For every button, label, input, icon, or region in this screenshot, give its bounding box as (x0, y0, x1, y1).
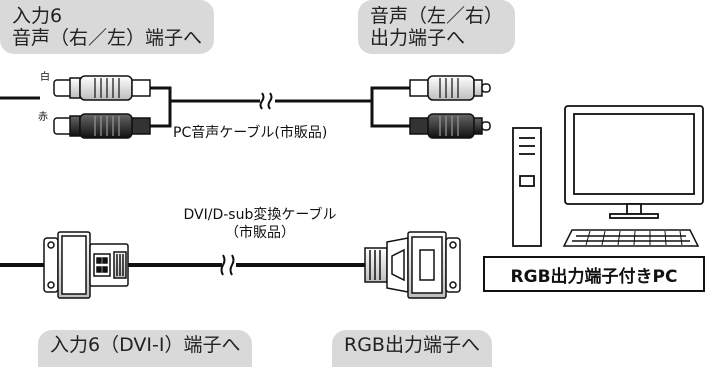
input6-audio-line1: 入力6 (12, 5, 63, 27)
white-rca-plug-right (409, 75, 491, 101)
dvi-connector (43, 231, 129, 299)
rgb-output-terminal-label: RGB出力端子へ (332, 330, 492, 367)
red-plug-label: 赤 (38, 112, 48, 123)
red-rca-plug-left (53, 113, 151, 139)
pc-keyboard (562, 229, 700, 247)
input6-dvi-terminal-label: 入力6（DVI-I）端子へ (38, 330, 253, 367)
audio-cable-label: PC音声ケーブル(市販品) (173, 125, 328, 141)
white-plug-label: 白 (40, 72, 50, 83)
red-rca-plug-right (409, 113, 491, 139)
white-rca-plug-left (53, 75, 151, 101)
audio-out-line2: 出力端子へ (370, 27, 466, 49)
input6-audio-terminal-label: 入力6 音声（右／左）端子へ (0, 0, 215, 54)
dvi-cable-line1: DVI/D-sub変換ケーブル (183, 207, 337, 223)
dsub-connector (364, 231, 461, 299)
pc-tower (512, 127, 542, 247)
audio-out-line1: 音声（左／右） (370, 5, 504, 27)
dvi-cable-label: DVI/D-sub変換ケーブル （市販品） (160, 206, 360, 242)
dvi-cable-break-mark (220, 254, 235, 276)
pc-label: RGB出力端子付きPC (483, 256, 705, 292)
dvi-cable-line2: （市販品） (225, 225, 295, 241)
input6-audio-line2: 音声（右／左）端子へ (12, 27, 203, 49)
audio-cable-break-mark (259, 92, 273, 110)
pc-monitor (564, 105, 704, 219)
audio-output-terminal-label: 音声（左／右） 出力端子へ (358, 0, 516, 54)
audio-cable (0, 86, 410, 128)
